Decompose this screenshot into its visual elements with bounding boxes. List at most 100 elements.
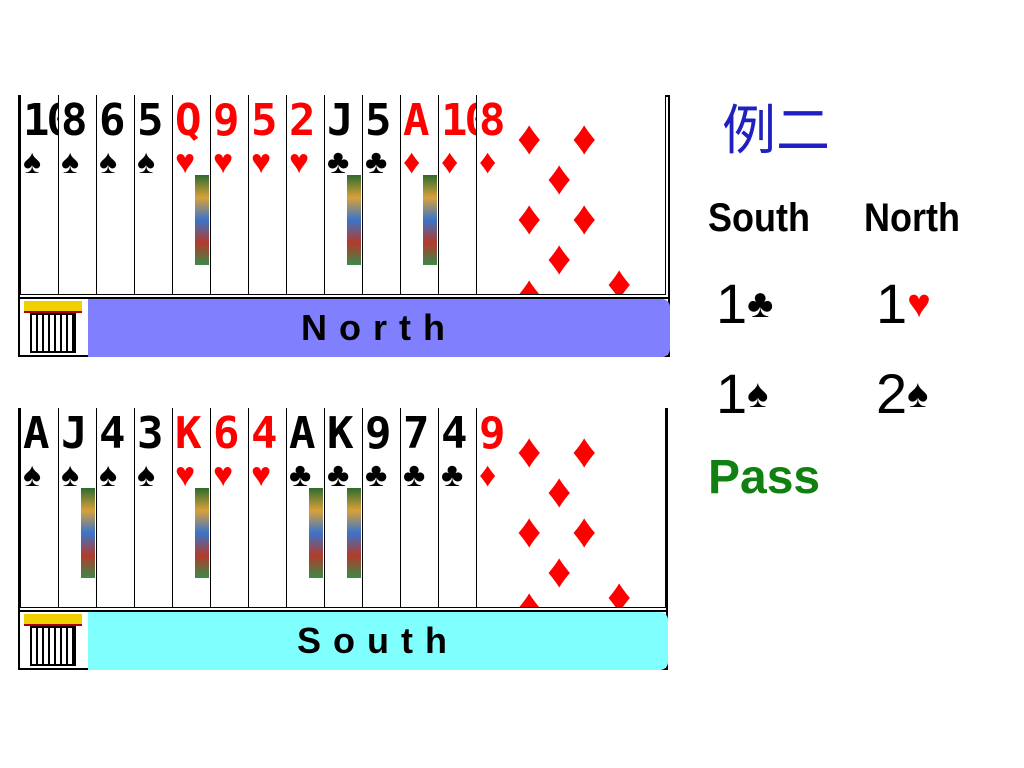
king-avatar-icon	[20, 301, 86, 355]
diamond-pip-icon: ♦	[517, 112, 542, 165]
card-rank: 4	[99, 408, 125, 459]
card-suit-icon: ♣	[327, 456, 350, 494]
north-label: North	[88, 299, 670, 357]
south-card[interactable]: A♣	[286, 408, 326, 608]
face-card-art	[347, 488, 361, 578]
card-rank: J	[327, 95, 353, 146]
north-card[interactable]: J♣	[324, 95, 364, 295]
card-rank: 7	[403, 408, 429, 459]
north-hand: 10♠8♠6♠5♠Q♥9♥5♥2♥J♣5♣A♦10♦8♦♦♦♦♦♦♦♦♦ Nor…	[18, 95, 670, 357]
bid-suit-icon: ♣	[747, 282, 774, 326]
card-suit-icon: ♠	[137, 143, 156, 181]
card-rank: 4	[441, 408, 467, 459]
card-suit-icon: ♥	[213, 456, 234, 494]
card-suit-icon: ♠	[23, 143, 42, 181]
diamond-pip-icon: ♦	[517, 267, 542, 295]
south-card[interactable]: K♥	[172, 408, 212, 608]
south-card[interactable]: 4♠	[96, 408, 136, 608]
diamond-pip-icon: ♦	[572, 112, 597, 165]
card-suit-icon: ♣	[403, 456, 426, 494]
card-suit-icon: ♦	[441, 143, 459, 181]
south-card[interactable]: K♣	[324, 408, 364, 608]
north-name-bar: North	[18, 297, 670, 357]
card-rank: 10	[441, 95, 478, 146]
card-rank: A	[23, 408, 49, 459]
diamond-pip-icon: ♦	[517, 425, 542, 478]
diamond-pip-icon: ♦	[607, 257, 632, 295]
north-card[interactable]: 5♥	[248, 95, 288, 295]
card-rank: K	[327, 408, 353, 459]
north-card[interactable]: 6♠	[96, 95, 136, 295]
card-suit-icon: ♠	[99, 143, 118, 181]
diamond-pip-icon: ♦	[607, 570, 632, 608]
card-rank: J	[61, 408, 87, 459]
south-label: South	[88, 612, 668, 670]
south-card[interactable]: 7♣	[400, 408, 440, 608]
card-suit-icon: ♥	[213, 143, 234, 181]
face-card-art	[309, 488, 323, 578]
face-card-art	[347, 175, 361, 265]
north-card[interactable]: 8♦♦♦♦♦♦♦♦♦	[476, 95, 666, 295]
south-name-bar: South	[18, 610, 668, 670]
bid-north: 1♥	[876, 274, 931, 334]
diamond-pip-icon: ♦	[517, 580, 542, 608]
face-card-art	[81, 488, 95, 578]
bid-south: 1♣	[716, 274, 773, 334]
bid-level: 2	[876, 362, 908, 425]
diamond-pip-icon: ♦	[517, 192, 542, 245]
diamond-pip-icon: ♦	[547, 152, 572, 205]
card-suit-icon: ♠	[61, 143, 80, 181]
south-card[interactable]: 4♣	[438, 408, 478, 608]
bid-header-north: North	[864, 196, 960, 240]
card-rank: 2	[289, 95, 315, 146]
bid-level: 1	[876, 272, 908, 335]
south-card[interactable]: 4♥	[248, 408, 288, 608]
north-card[interactable]: Q♥	[172, 95, 212, 295]
diamond-pip-icon: ♦	[572, 505, 597, 558]
north-card[interactable]: 10♠	[20, 95, 60, 295]
bid-suit-icon: ♠	[907, 372, 929, 416]
card-suit-icon: ♣	[441, 456, 464, 494]
bid-suit-icon: ♠	[747, 372, 769, 416]
diamond-pip-icon: ♦	[547, 232, 572, 285]
card-suit-icon: ♠	[137, 456, 156, 494]
north-card[interactable]: 9♥	[210, 95, 250, 295]
card-rank: A	[403, 95, 429, 146]
south-card[interactable]: 9♣	[362, 408, 402, 608]
final-bid-pass: Pass	[708, 451, 821, 504]
bid-north: 2♠	[876, 364, 928, 424]
north-card[interactable]: 5♠	[134, 95, 174, 295]
south-card[interactable]: 3♠	[134, 408, 174, 608]
south-card[interactable]: 9♦♦♦♦♦♦♦♦♦	[476, 408, 666, 608]
north-card[interactable]: 5♣	[362, 95, 402, 295]
south-card[interactable]: A♠	[20, 408, 60, 608]
south-card[interactable]: 6♥	[210, 408, 250, 608]
card-rank: 6	[213, 408, 239, 459]
north-card[interactable]: 8♠	[58, 95, 98, 295]
card-rank: 9	[213, 95, 239, 146]
north-card[interactable]: 10♦	[438, 95, 478, 295]
bid-level: 1	[716, 272, 748, 335]
card-rank: 10	[23, 95, 60, 146]
card-suit-icon: ♥	[251, 456, 272, 494]
example-title: 例二	[722, 99, 830, 162]
north-card[interactable]: A♦	[400, 95, 440, 295]
card-suit-icon: ♠	[61, 456, 80, 494]
diamond-pip-icon: ♦	[572, 192, 597, 245]
diamond-pip-icon: ♦	[517, 505, 542, 558]
card-rank: 8	[479, 95, 505, 146]
face-card-art	[195, 175, 209, 265]
face-card-art	[423, 175, 437, 265]
card-rank: 9	[479, 408, 505, 459]
bid-level: 1	[716, 362, 748, 425]
card-suit-icon: ♥	[289, 143, 310, 181]
face-card-art	[195, 488, 209, 578]
card-suit-icon: ♦	[403, 143, 421, 181]
card-rank: 6	[99, 95, 125, 146]
south-card[interactable]: J♠	[58, 408, 98, 608]
north-card[interactable]: 2♥	[286, 95, 326, 295]
card-suit-icon: ♠	[99, 456, 118, 494]
bid-header-south: South	[708, 196, 810, 240]
card-rank: A	[289, 408, 315, 459]
card-suit-icon: ♥	[175, 456, 196, 494]
